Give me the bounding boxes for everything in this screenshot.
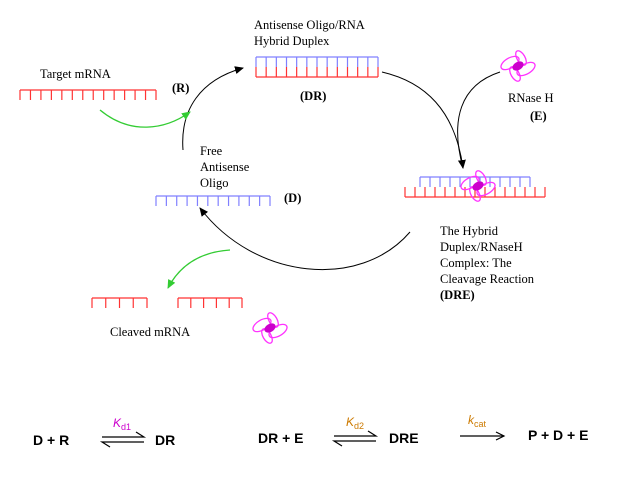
label-cleaved-mrna: Cleaved mRNA [110,325,190,339]
label-dr: (DR) [300,89,326,103]
label-free-line2: Antisense [200,160,250,174]
cycle-arrow-r-to-dr [182,66,244,151]
cycle-arrow-dre-to-d [199,207,411,270]
eq1-right: DR [155,432,175,448]
rnase-h-released-enzyme-icon [250,310,290,346]
eq1-k-sub: d1 [121,422,131,432]
eq3-k: k [468,413,475,427]
eq2-constant: Kd2 [346,415,364,431]
dre-mrna-strand [404,187,546,198]
label-complex-line1: The Hybrid [440,224,499,238]
eq1-constant: Kd1 [113,416,131,432]
label-d: (D) [284,191,301,205]
eq2-k-sub: d2 [354,421,364,431]
eq3-right: P + D + E [528,427,588,443]
target-mrna-strand [19,89,157,100]
free-oligo-strand [155,195,271,206]
eq2-k: K [346,415,355,429]
eq1-equilibrium-arrows [99,431,147,448]
label-hybrid-line1: Antisense Oligo/RNA [254,18,365,32]
eq3-forward-arrow [460,431,506,441]
label-complex-line2: Duplex/RNaseH [440,240,523,254]
label-hybrid-line2: Hybrid Duplex [254,34,330,48]
eq3-constant: kcat [468,413,487,429]
green-arrow-mrna-binding [99,109,191,128]
rnase-h-bound-enzyme-icon [458,168,498,204]
enzyme-arrow-e-to-dre [457,71,501,169]
strands-layer [19,56,546,308]
label-e: (E) [530,109,547,123]
label-dre: (DRE) [440,288,475,302]
eq1-k: K [113,416,122,430]
label-target-mrna: Target mRNA [40,67,111,81]
cycle-arrow-dr-to-dre [381,71,466,169]
green-arrow-cleavage [167,249,231,289]
label-free-line1: Free [200,144,223,158]
eq2-right: DRE [389,430,419,446]
dr-mrna-strand [255,67,379,78]
label-complex-line4: Cleavage Reaction [440,272,535,286]
eq1-left: D + R [33,432,69,448]
rnase-h-enzyme-icon [498,48,538,84]
cleaved-mrna-fragment-right [177,297,243,308]
cleaved-mrna-fragment-left [91,297,148,308]
eq2-equilibrium-arrows [331,430,379,447]
eq3-k-sub: cat [474,419,487,429]
eq2-left: DR + E [258,430,304,446]
label-free-line3: Oligo [200,176,228,190]
label-rnase-h: RNase H [508,91,553,105]
dr-oligo-strand [255,56,379,67]
label-complex-line3: Complex: The [440,256,512,270]
label-r: (R) [172,81,189,95]
